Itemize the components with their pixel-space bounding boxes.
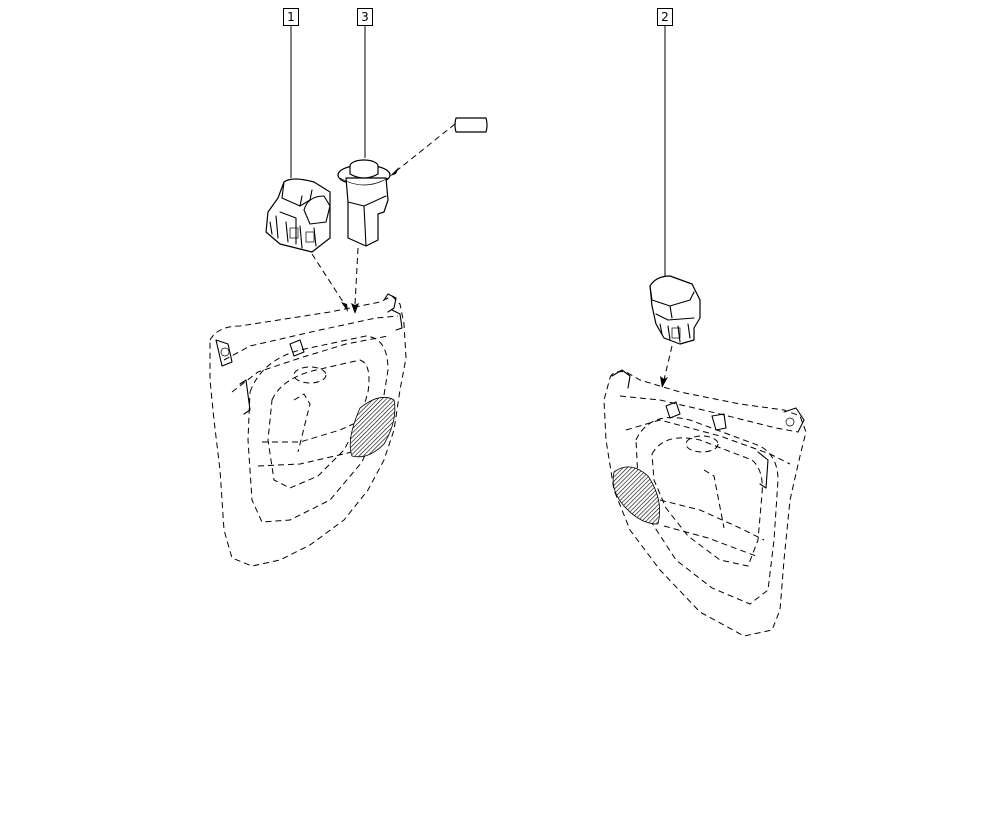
callout-2: 2 [657,8,673,26]
connector-tag-part [390,117,488,176]
callout-3: 3 [357,8,373,26]
driver-window-switch-cluster [265,178,331,253]
right-door-panel [603,369,807,637]
part-1-arrow [311,253,348,312]
leader-lines [290,26,666,278]
left-door-panel [209,293,407,567]
part-2-arrow [660,345,673,388]
mirror-adjust-switch [337,159,391,247]
part-3-arrow [351,247,359,314]
passenger-window-switch [649,275,701,345]
callout-1: 1 [283,8,299,26]
